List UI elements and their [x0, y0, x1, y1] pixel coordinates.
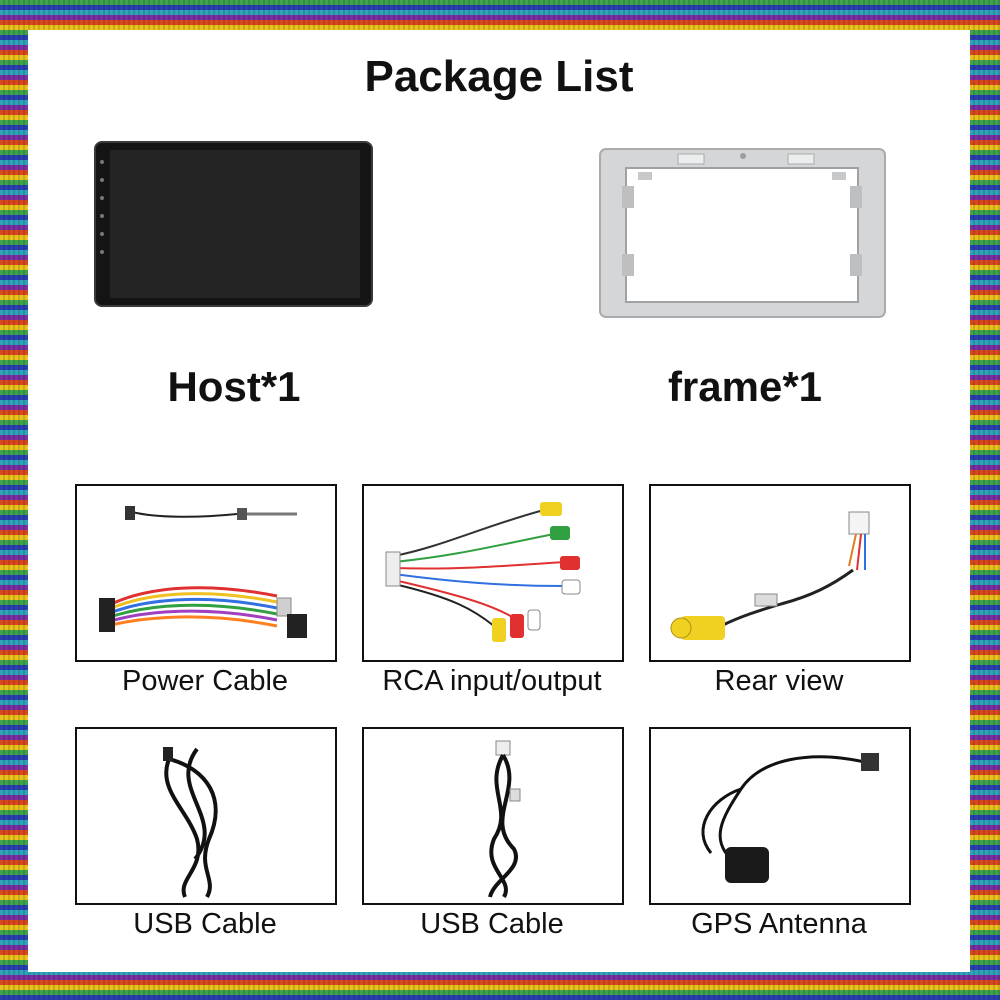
rca-cable-image [385, 502, 581, 642]
frame-label: frame*1 [667, 363, 823, 410]
frame-image [599, 148, 886, 318]
accessory-box-rear-view [649, 484, 911, 662]
package-list-panel: Package List Host*1 frame*1 [28, 30, 970, 972]
rear-view-cable-image [670, 511, 870, 640]
usb-cable-image [163, 747, 218, 898]
accessory-label-gps-antenna: GPS Antenna [691, 908, 867, 940]
gps-antenna-image [701, 753, 879, 883]
accessory-label-rear-view: Rear view [714, 665, 844, 697]
power-cable-image [99, 506, 307, 638]
usb-cable-image [488, 740, 521, 898]
host-label: Host*1 [167, 363, 301, 410]
accessory-label-power-cable: Power Cable [121, 665, 289, 697]
accessory-box-gps-antenna [649, 727, 911, 905]
accessory-label-usb-cable-2: USB Cable [420, 908, 564, 940]
accessory-box-power-cable [75, 484, 337, 662]
accessory-box-usb-cable-2 [362, 727, 624, 905]
head-unit-image [94, 141, 373, 307]
accessory-box-usb-cable-1 [75, 727, 337, 905]
accessory-label-rca: RCA input/output [382, 665, 602, 697]
accessory-label-usb-cable-1: USB Cable [133, 908, 277, 940]
page-title: Package List [364, 52, 634, 101]
accessory-box-rca [362, 484, 624, 662]
